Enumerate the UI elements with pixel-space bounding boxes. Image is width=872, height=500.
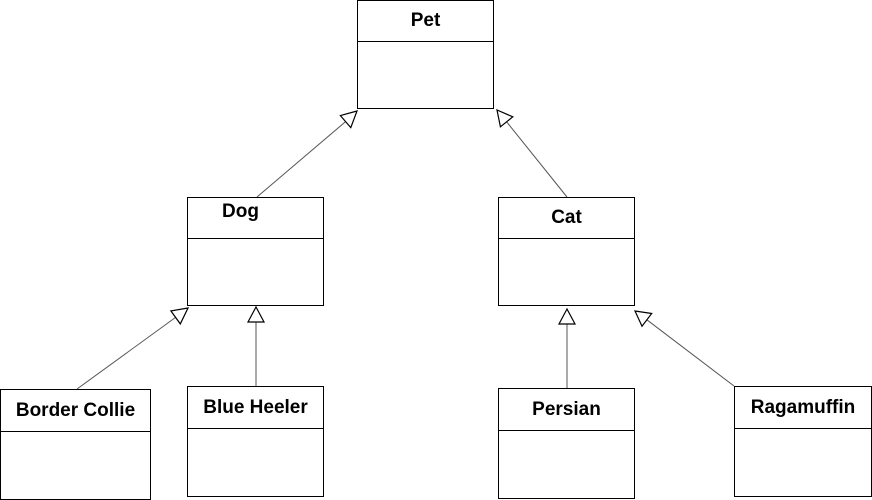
generalization-arrowhead-dog-pet	[339, 110, 358, 129]
generalization-arrowhead-cat-pet	[496, 108, 514, 128]
class-name-cat: Cat	[499, 198, 634, 239]
class-name-pet: Pet	[358, 1, 493, 42]
edge-dog-to-pet	[256, 121, 346, 198]
class-name-ragamuffin: Ragamuffin	[735, 387, 871, 429]
class-box-border-collie[interactable]: Border Collie	[0, 389, 151, 500]
class-box-persian[interactable]: Persian	[498, 388, 635, 499]
edge-border-collie-to-dog	[76, 316, 176, 390]
class-box-ragamuffin[interactable]: Ragamuffin	[734, 386, 872, 497]
class-box-dog[interactable]: Dog	[187, 197, 324, 306]
class-name-persian: Persian	[499, 389, 634, 431]
class-box-cat[interactable]: Cat	[498, 197, 635, 306]
generalization-arrowhead-ragamuffin-cat	[633, 310, 653, 328]
class-box-pet[interactable]: Pet	[357, 0, 494, 109]
generalization-arrowhead-blue-heeler-dog	[247, 305, 265, 323]
edge-ragamuffin-to-cat	[646, 319, 735, 387]
generalization-arrowhead-persian-cat	[558, 307, 576, 325]
class-name-dog: Dog	[188, 198, 323, 239]
edge-cat-to-pet	[506, 121, 568, 198]
generalization-arrowhead-border-collie-dog	[169, 307, 190, 326]
class-name-blue-heeler: Blue Heeler	[188, 387, 323, 429]
class-box-blue-heeler[interactable]: Blue Heeler	[187, 386, 324, 497]
class-name-border-collie: Border Collie	[1, 390, 150, 432]
